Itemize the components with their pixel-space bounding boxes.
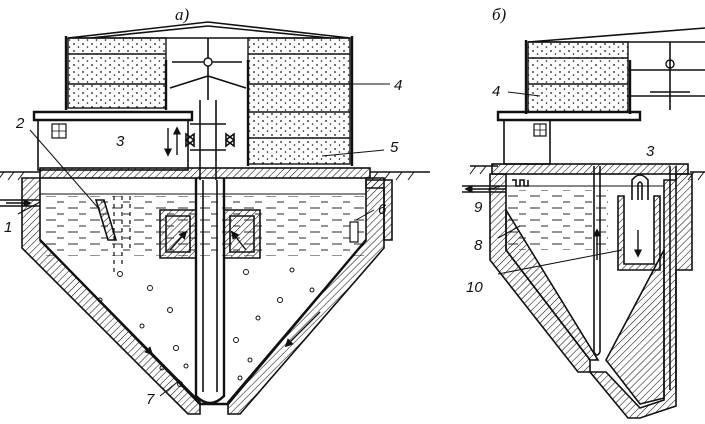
feed-pipes bbox=[190, 100, 226, 180]
filter-media-right bbox=[247, 37, 351, 165]
inner-channel-b bbox=[617, 195, 661, 271]
service-room-roof bbox=[32, 110, 194, 122]
service-room-roof-b bbox=[496, 110, 642, 122]
callout-b-8: 8 bbox=[474, 237, 483, 254]
central-pipe-inner bbox=[202, 180, 218, 392]
roof-truss-b bbox=[527, 27, 705, 43]
sprinkler-b bbox=[650, 42, 690, 110]
callout-5: 5 bbox=[390, 139, 399, 156]
filter-frame-b bbox=[524, 40, 632, 114]
valve-left bbox=[184, 132, 196, 148]
filter-shelves bbox=[68, 53, 350, 139]
sludge-flow-arrow-right bbox=[284, 311, 321, 348]
dashed-inflow bbox=[113, 196, 131, 276]
inflow-arrow-right bbox=[230, 230, 247, 251]
callout-1: 1 bbox=[4, 219, 12, 236]
roof-truss bbox=[67, 21, 351, 39]
weir-teeth bbox=[512, 179, 529, 187]
top-slab-b bbox=[491, 163, 689, 175]
callout-b-10: 10 bbox=[466, 279, 483, 296]
water-body-b bbox=[508, 190, 608, 250]
baffle-box-left bbox=[159, 209, 197, 259]
sprinkler-distributor bbox=[169, 38, 247, 100]
ground-hatch bbox=[0, 171, 415, 181]
callout-b-4: 4 bbox=[492, 83, 500, 100]
top-slab bbox=[39, 167, 371, 179]
filter-frame bbox=[64, 36, 354, 166]
sprinkler-hub bbox=[203, 57, 213, 67]
panel-b-label: б) bbox=[492, 5, 507, 24]
room-window-grid-b bbox=[534, 124, 546, 136]
callout-6: 6 bbox=[378, 201, 387, 218]
inlet-diffuser-2 bbox=[94, 199, 118, 241]
callout-b-3: 3 bbox=[646, 143, 655, 160]
callout-b-9: 9 bbox=[474, 199, 483, 216]
sludge-wedge-right bbox=[605, 249, 665, 405]
room-window-grid bbox=[52, 124, 66, 138]
leader-lines-a bbox=[17, 83, 390, 397]
callout-4: 4 bbox=[394, 77, 402, 94]
callout-2: 2 bbox=[15, 115, 25, 132]
bent-pipe-b bbox=[631, 174, 649, 200]
panel-b: б) bbox=[462, 5, 705, 419]
ground-hatch-b bbox=[469, 165, 705, 181]
callout-3: 3 bbox=[116, 133, 125, 150]
filter-media-left bbox=[67, 37, 167, 109]
baffle-box-right bbox=[223, 209, 261, 259]
sludge-bubbles bbox=[97, 267, 315, 387]
tank-wall-left bbox=[21, 177, 201, 415]
service-room-b bbox=[503, 119, 551, 165]
service-room bbox=[37, 119, 189, 171]
callout-7: 7 bbox=[146, 391, 155, 408]
valve-right bbox=[224, 132, 236, 148]
central-pipe bbox=[194, 178, 226, 405]
filter-media-b bbox=[527, 41, 629, 113]
tank-wall-right-b bbox=[588, 173, 693, 419]
outlet-trough bbox=[365, 179, 393, 241]
feed-pipe-b bbox=[593, 166, 601, 356]
filter-shelves-b bbox=[528, 57, 705, 97]
riser-pipe-b bbox=[669, 166, 677, 390]
sludge-flow-arrow-left bbox=[117, 319, 154, 356]
inflow-arrow-left bbox=[169, 230, 188, 251]
panel-a-label: а) bbox=[175, 5, 190, 24]
outlet-weir bbox=[349, 221, 359, 243]
leader-lines-b bbox=[487, 91, 623, 275]
panel-a: а) bbox=[0, 5, 430, 415]
